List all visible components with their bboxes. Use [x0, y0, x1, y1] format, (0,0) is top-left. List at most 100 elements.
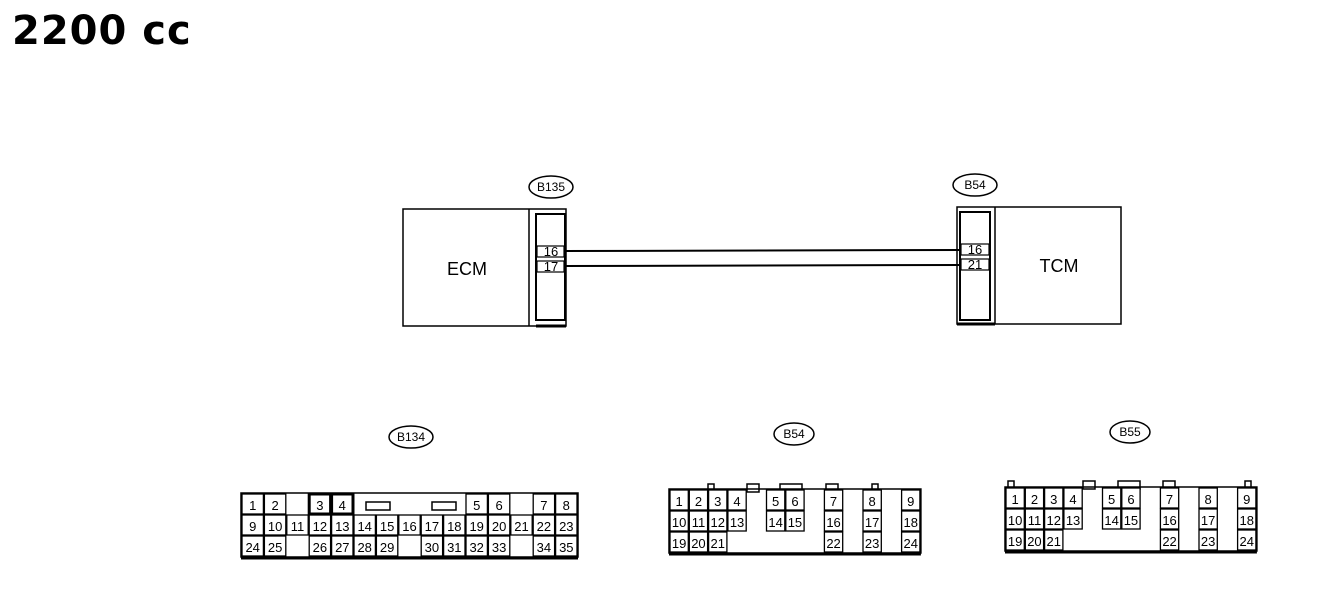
pin-cell	[1121, 508, 1141, 530]
pin-number: 18	[1240, 513, 1254, 528]
pin-number: 28	[357, 540, 371, 555]
pin-number: 7	[540, 498, 547, 513]
pin-cell	[727, 489, 747, 511]
pin-number: 24	[904, 536, 918, 551]
pin-number: 16	[826, 515, 840, 530]
pin-number: 8	[1205, 492, 1212, 507]
pin-number: 3	[316, 498, 323, 513]
pin-number: 19	[672, 536, 686, 551]
pin-number: 5	[473, 498, 480, 513]
connector-tag	[388, 425, 434, 449]
pin-number: 12	[711, 515, 725, 530]
pin-cell	[330, 535, 354, 557]
pin-number: 15	[380, 519, 394, 534]
connector-lock-tab	[365, 501, 391, 511]
pin-cell	[1024, 487, 1045, 509]
pin-cell	[785, 510, 805, 532]
ecm-connector-id: B135	[537, 180, 565, 194]
pin-cell	[263, 493, 287, 515]
pin-cell	[1005, 487, 1025, 509]
pin-number: 5	[772, 494, 779, 509]
pin-cell	[1024, 508, 1045, 530]
pin-cell	[510, 514, 533, 536]
tcm-connector-tag	[952, 173, 998, 197]
pin-cell	[1043, 529, 1064, 551]
pin-number: 6	[1127, 492, 1134, 507]
tcm-pin-a: 16	[968, 242, 982, 257]
tcm-label: TCM	[1040, 256, 1079, 276]
pin-number: 18	[904, 515, 918, 530]
pin-number: 12	[1047, 513, 1061, 528]
ecm-connector-housing	[535, 213, 566, 321]
connector-lock-tab	[746, 483, 760, 493]
pin-cell	[353, 514, 377, 536]
connector-lock-tab	[431, 501, 457, 511]
pin-cell	[286, 514, 309, 536]
pin-number: 3	[1050, 492, 1057, 507]
pin-cell	[308, 535, 332, 557]
tcm-pin-b: 21	[968, 257, 982, 272]
pin-cell	[862, 510, 882, 532]
ecm-module: ECM 16 17 B135	[402, 175, 574, 328]
pin-number: 11	[692, 515, 706, 530]
pin-cell	[1236, 487, 1257, 509]
pin-number: 22	[826, 536, 840, 551]
pin-cell	[330, 514, 354, 536]
pin-cell	[1101, 487, 1122, 509]
wire-lower	[563, 264, 962, 267]
pin-number: 35	[559, 540, 573, 555]
pin-number: 33	[492, 540, 506, 555]
pin-number: 26	[313, 540, 327, 555]
pin-cell	[554, 493, 578, 515]
pin-cell	[823, 531, 844, 553]
pin-cell	[465, 514, 489, 536]
pin-cell	[707, 531, 728, 553]
pin-number: 6	[495, 498, 502, 513]
pin-cell	[1159, 487, 1180, 509]
pin-cell	[532, 535, 556, 557]
pin-number: 11	[291, 519, 305, 534]
pin-cell	[263, 514, 287, 536]
pin-cell	[862, 489, 882, 511]
pin-cell	[398, 514, 421, 536]
pin-number: 12	[313, 519, 327, 534]
connector-lock-tab	[1082, 480, 1096, 490]
pin-number: 13	[1066, 513, 1080, 528]
pin-cell	[862, 531, 882, 553]
pin-number: 1	[1012, 492, 1019, 507]
pin-cell	[442, 535, 466, 557]
pin-number: 15	[1124, 513, 1138, 528]
pin-cell	[420, 535, 444, 557]
pin-number: 6	[791, 494, 798, 509]
pin-number: 14	[768, 515, 782, 530]
pin-cell	[669, 510, 689, 532]
wire-upper	[563, 249, 962, 252]
pin-number: 29	[380, 540, 394, 555]
pin-cell	[487, 535, 511, 557]
connector-tag	[1109, 420, 1151, 444]
pin-cell	[375, 514, 399, 536]
pin-cell	[765, 489, 786, 511]
pin-number: 13	[335, 519, 349, 534]
pin-number: 2	[1031, 492, 1038, 507]
pin-number: 21	[1047, 534, 1061, 549]
pin-cell	[532, 514, 556, 536]
pin-number: 4	[733, 494, 740, 509]
pin-cell	[241, 535, 265, 557]
pin-number: 7	[1166, 492, 1173, 507]
pin-number: 10	[1008, 513, 1022, 528]
pin-number: 20	[691, 536, 705, 551]
pin-number: 8	[563, 498, 570, 513]
pin-cell	[465, 493, 489, 515]
pin-cell	[554, 514, 578, 536]
pin-cell	[1005, 508, 1025, 530]
pin-number: 2	[271, 498, 278, 513]
pin-cell	[707, 510, 728, 532]
pin-number: 20	[1027, 534, 1041, 549]
connector-id: B55	[1119, 425, 1141, 439]
ecm-label: ECM	[447, 259, 487, 279]
pin-number: 30	[425, 540, 439, 555]
pin-number: 20	[492, 519, 506, 534]
